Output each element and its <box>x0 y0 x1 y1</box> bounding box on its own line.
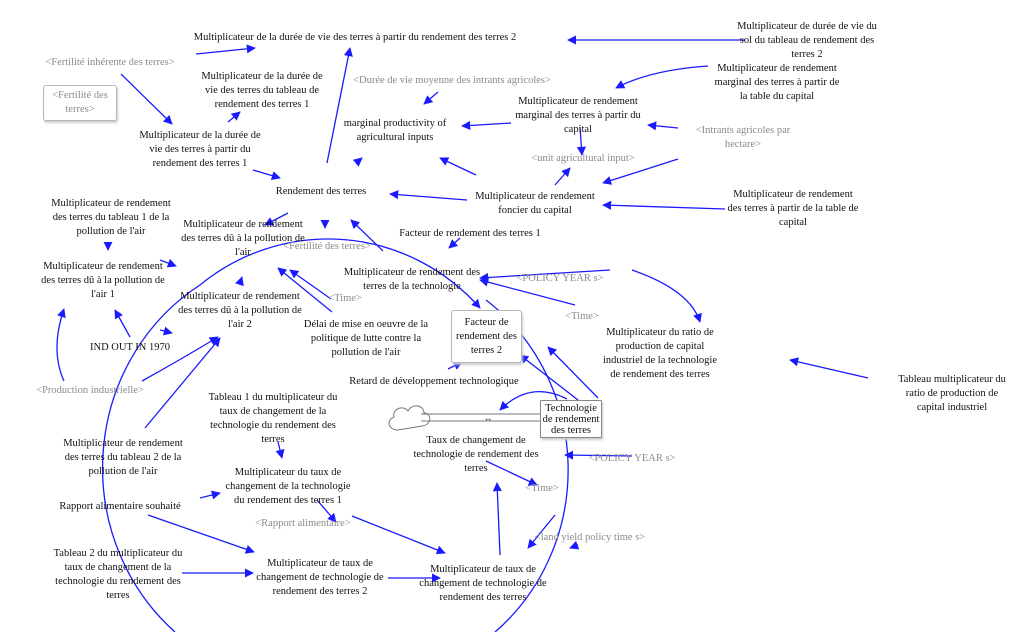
link-arrow <box>492 482 502 556</box>
var-land-yield[interactable]: Rendement des terres <box>275 186 367 197</box>
link-arrow <box>56 308 66 382</box>
valve-icon: ↔ <box>484 413 493 423</box>
var-yield-factor-1[interactable]: Facteur de rendement des terres 1 <box>399 228 541 239</box>
link-arrow <box>352 157 363 167</box>
link-arrow <box>631 269 702 323</box>
link-arrow <box>647 121 679 131</box>
link-arrow <box>326 47 353 164</box>
shadow-land-fertility[interactable]: <Fertilité des terres> <box>283 241 371 252</box>
var-capital-ratio-mult[interactable]: Multiplicateur du ratio de production de… <box>602 327 717 380</box>
shadow-food-ratio[interactable]: <Rapport alimentaire> <box>255 518 351 529</box>
link-arrow <box>576 126 586 156</box>
var-tech-delay[interactable]: Retard de développement technologique <box>349 376 519 387</box>
var-lifetime-table-1[interactable]: Multiplicateur de la durée de vie des te… <box>201 71 323 110</box>
shadow-avg-input-lifetime[interactable]: <Durée de vie moyenne des intrants agric… <box>353 75 551 86</box>
var-technology-mult[interactable]: Multiplicateur de rendement des terres d… <box>343 267 481 292</box>
var-tech-change-mult-1[interactable]: Multiplicateur du taux de changement de … <box>225 467 351 506</box>
shadow-time-2[interactable]: <Time> <box>565 311 599 322</box>
var-marginal-yield-table-capital[interactable]: Multiplicateur de rendement marginal des… <box>714 63 840 102</box>
link-arrow <box>277 267 333 313</box>
var-tech-change-mult-2[interactable]: Multiplicateur de taux de changement de … <box>256 558 384 597</box>
link-arrow <box>195 44 256 55</box>
link-arrow <box>485 460 538 486</box>
link-arrow <box>602 200 726 210</box>
var-yield-table-capital[interactable]: Multiplicateur de rendement des terres à… <box>727 189 859 228</box>
shadow-unit-input[interactable]: <unit agricultural input> <box>531 153 635 164</box>
link-arrow <box>159 258 177 268</box>
link-arrow <box>479 277 576 306</box>
link-arrow <box>519 354 579 401</box>
link-arrow <box>527 514 556 549</box>
var-pollution-table-1[interactable]: Multiplicateur de rendement des terres d… <box>51 198 171 237</box>
var-marginal-yield-capital[interactable]: Multiplicateur de rendement marginal des… <box>515 96 641 135</box>
link-arrow <box>316 499 337 523</box>
link-arrow <box>439 157 477 176</box>
cloud-icon <box>388 405 431 431</box>
link-arrow <box>114 309 131 338</box>
var-pollution-table-2[interactable]: Multiplicateur de rendement des terres d… <box>63 438 183 477</box>
flow-pipe: ↔ <box>388 405 541 431</box>
shadow-inputs-per-hectare[interactable]: <Intrants agricoles par hectare> <box>695 125 791 150</box>
box-yield-factor-2[interactable]: Facteur de rendement des terres 2 <box>451 310 522 363</box>
var-ind-out-1970[interactable]: IND OUT IN 1970 <box>89 342 171 353</box>
link-arrow <box>264 212 289 226</box>
link-arrow <box>547 346 599 399</box>
shadow-land-yield-policy-time[interactable]: <land yield policy time s> <box>534 532 646 543</box>
link-arrow <box>602 158 679 185</box>
link-arrow <box>141 336 219 382</box>
var-tech-change-table-1[interactable]: Tableau 1 du multiplicateur du taux de c… <box>208 392 338 445</box>
link-arrow <box>252 169 281 181</box>
shadow-policy-year-1[interactable]: <POLICY YEAR s> <box>516 273 604 284</box>
link-arrow <box>389 190 468 201</box>
shadow-policy-year-2[interactable]: <POLICY YEAR s> <box>588 453 676 464</box>
link-arrow <box>569 540 580 550</box>
link-arrow <box>448 237 461 249</box>
var-pollution-mult[interactable]: Multiplicateur de rendement des terres d… <box>181 219 305 258</box>
link-arrow <box>235 276 244 287</box>
var-lifetime-mult-1[interactable]: Multiplicateur de la durée de vie des te… <box>139 130 261 169</box>
var-pollution-policy-delay[interactable]: Délai de mise en oeuvre de la politique … <box>303 319 429 358</box>
var-pollution-mult-2[interactable]: Multiplicateur de rendement des terres d… <box>178 291 302 330</box>
shadow-time-3[interactable]: <Time> <box>525 483 559 494</box>
shadow-inherent-fertility[interactable]: <Fertilité inhérente des terres> <box>45 57 175 68</box>
var-capital-land-yield[interactable]: Multiplicateur de rendement foncier du c… <box>475 191 595 216</box>
link-arrow <box>447 361 463 370</box>
link-arrow <box>564 450 633 460</box>
shadow-time-1[interactable]: <Time> <box>328 293 362 304</box>
var-soil-lifetime-table-2[interactable]: Multiplicateur de durée de vie du sol du… <box>737 21 877 60</box>
link-arrow <box>147 514 255 554</box>
var-capital-ratio-table[interactable]: Tableau multiplicateur du ratio de produ… <box>898 374 1006 413</box>
link-arrow <box>144 337 221 429</box>
stock-land-yield-technology[interactable]: Technologie de rendement des terres <box>540 400 602 438</box>
link-arrow <box>423 91 439 105</box>
link-arrow <box>351 515 446 555</box>
link-arrow <box>789 357 869 379</box>
box-land-fertility[interactable]: <Fertilité des terres> <box>43 85 117 121</box>
loop-link-arrow <box>101 238 569 632</box>
link-arrow <box>120 73 173 125</box>
flow-tech-change-rate[interactable]: Taux de changement de technologie de ren… <box>413 435 539 474</box>
var-lifetime-mult-2[interactable]: Multiplicateur de la durée de vie des te… <box>193 32 517 43</box>
var-tech-change-table-2[interactable]: Tableau 2 du multiplicateur du taux de c… <box>53 548 183 601</box>
link-arrow <box>554 167 571 186</box>
link-arrow <box>289 269 332 300</box>
var-desired-food-ratio[interactable]: Rapport alimentaire souhaité <box>59 501 181 512</box>
var-tech-change-mult[interactable]: Multiplicateur de taux de changement de … <box>419 564 547 603</box>
link-arrow <box>479 269 611 283</box>
link-arrow <box>499 391 568 411</box>
link-arrow <box>227 111 241 123</box>
link-arrow <box>615 65 709 89</box>
link-arrow <box>199 490 221 500</box>
var-marginal-productivity[interactable]: marginal productivity of agricultural in… <box>343 118 447 143</box>
link-arrow <box>159 326 173 336</box>
link-arrow <box>275 441 285 459</box>
link-arrow <box>461 120 512 131</box>
shadow-industrial-output[interactable]: <Production industrielle> <box>36 385 144 396</box>
var-pollution-mult-1[interactable]: Multiplicateur de rendement des terres d… <box>41 261 165 300</box>
